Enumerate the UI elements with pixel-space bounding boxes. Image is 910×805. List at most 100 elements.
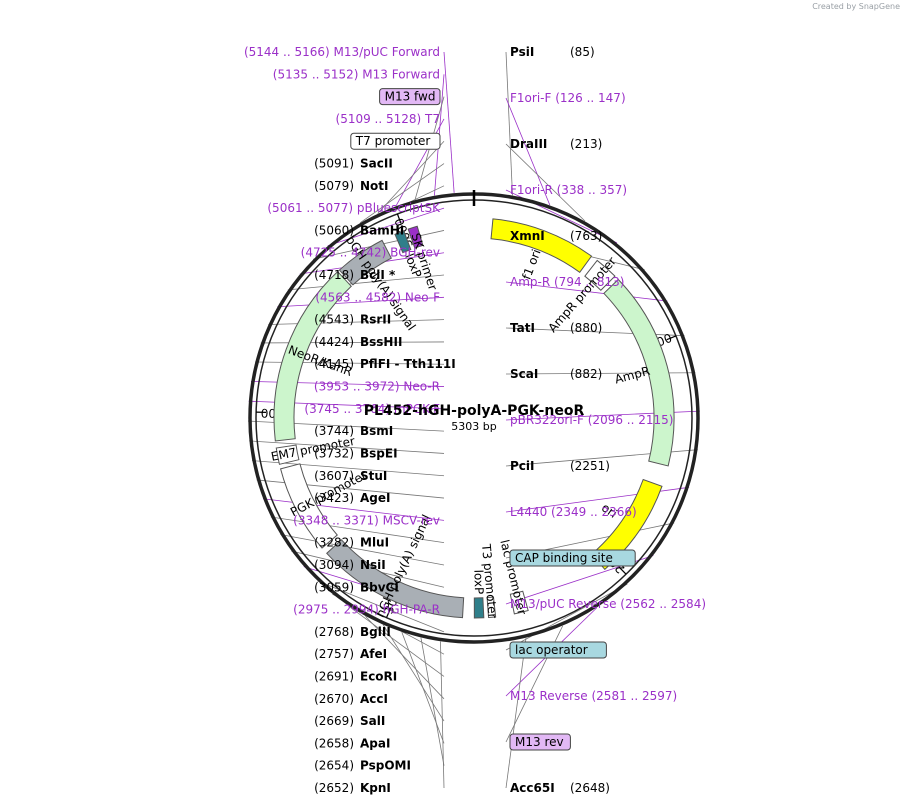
site-labels: (5144 .. 5166) M13/pUC Forward (5135 .. 5… [244,45,706,795]
site-name: XmnI [510,229,545,243]
site-bbvci[interactable]: BbvCI(3059) [314,580,399,594]
site-name: KpnI [360,781,391,795]
site-position: (4718) [314,268,354,282]
primer-m13-fwd[interactable]: M13 fwd [379,88,441,106]
primer-2975-2994-hgh-pa-r[interactable]: (2975 .. 2994) hGH-PA-R [293,603,440,617]
site-pspomi[interactable]: PspOMI(2654) [314,759,411,773]
primer-lac-operator[interactable]: lac operator [509,641,607,659]
leader-line [280,534,445,566]
primer-cap-binding-site[interactable]: CAP binding site [509,549,636,567]
site-name: AgeI [360,491,390,505]
site-draiii[interactable]: DraIII(213) [510,137,602,151]
site-name: BamHI [360,223,404,237]
primer-4563-4582-neo-f[interactable]: (4563 .. 4582) Neo-F [315,290,440,304]
feature-bgh-poly-a-signal[interactable] [338,239,392,286]
site-kpni[interactable]: KpnI(2652) [314,781,391,795]
leader-line [505,51,513,196]
feature-loxp[interactable] [394,230,412,254]
label-box [509,549,636,567]
label-box [350,132,441,150]
site-apai[interactable]: ApaI(2658) [314,736,390,750]
primer-f1ori-r-338-357[interactable]: F1ori-R (338 .. 357) [510,183,627,197]
primer-m13-reverse-2581-2597[interactable]: M13 Reverse (2581 .. 2597) [510,689,677,703]
feature-lac-promoter[interactable] [509,590,529,615]
feature-neor-kanr[interactable] [273,270,353,442]
site-pflfi-tth111i[interactable]: PflFI - Tth111I(4145) [314,357,456,371]
leader-line [359,163,445,224]
plasmid-length: 5303 bp [451,420,496,433]
leader-line [443,51,455,193]
site-sali[interactable]: SalI(2669) [314,714,385,728]
leader-line [348,605,445,677]
feature-hgh-poly-a-signal[interactable] [326,539,465,619]
primer-t7-promoter[interactable]: T7 promoter [350,132,441,150]
primer-4725-4742-bgh-rev[interactable]: (4725 .. 4742) BGH-rev [301,246,440,260]
primer-5135-5152-m13-forward[interactable]: (5135 .. 5152) M13 Forward [273,67,440,81]
feature-loxp[interactable] [473,597,485,619]
site-xmni[interactable]: XmnI(763) [510,229,602,243]
site-nsii[interactable]: NsiI(3094) [314,558,386,572]
feature-pgk-promoter[interactable] [279,463,338,549]
site-name: EcoRI [360,669,397,683]
site-noti[interactable]: NotI(5079) [314,179,388,193]
leader-line [382,624,445,722]
site-bglii[interactable]: BglII (2768) [314,625,391,639]
site-ecori[interactable]: EcoRI(2691) [314,669,397,683]
site-name: BglII [360,625,391,639]
primer-m13-rev[interactable]: M13 rev [509,733,571,751]
site-position: (2768) [314,625,354,639]
site-bsmi[interactable]: BsmI(3744) [314,424,393,438]
site-name: BsmI [360,424,393,438]
site-bcli[interactable]: BclI *(4718) [314,268,396,282]
feature-ampr-promoter[interactable] [584,259,616,291]
primer-f1ori-f-126-147[interactable]: F1ori-F (126 .. 147) [510,91,626,105]
primer-m13-puc-reverse-2562-2584[interactable]: M13/pUC Reverse (2562 .. 2584) [510,597,706,611]
site-name: PflFI - Tth111I [360,357,456,371]
site-agei[interactable]: AgeI(3423) [314,491,390,505]
primer-label: F1ori-R (338 .. 357) [510,183,627,197]
feature-ampr[interactable] [603,278,675,467]
leader-line [505,97,551,206]
primer-amp-r-794-813[interactable]: Amp-R (794 .. 813) [510,275,624,289]
site-bsshii[interactable]: BssHII(4424) [314,335,402,349]
site-bamhi[interactable]: BamHI(5060) [314,223,404,237]
plasmid-backbone [248,190,700,644]
site-pcii[interactable]: PciI(2251) [510,459,610,473]
site-acci[interactable]: AccI(2670) [314,692,388,706]
site-sacii[interactable]: SacII(5091) [314,157,393,171]
primer-label: L4440 (2349 .. 2366) [510,505,637,519]
primer-l4440-2349-2366[interactable]: L4440 (2349 .. 2366) [510,505,637,519]
site-tati[interactable]: TatI(880) [510,321,602,335]
primer-3745-3764-mpgk-f[interactable]: (3745 .. 3764) mPGK-F [304,402,440,416]
primer-label: (3745 .. 3764) mPGK-F [304,402,440,416]
primer-5109-5128-t7[interactable]: (5109 .. 5128) T7 [336,112,440,126]
site-name: NsiI [360,558,386,572]
site-stui[interactable]: StuI(3607) [314,469,387,483]
primer-pbr322ori-f-2096-2115[interactable]: pBR322ori-F (2096 .. 2115) [510,413,673,427]
site-scai[interactable]: ScaI(882) [510,367,602,381]
primer-5144-5166-m13-puc-forward[interactable]: (5144 .. 5166) M13/pUC Forward [244,45,440,59]
feature-t3-promoter[interactable] [486,596,497,619]
feature-em7-promoter[interactable] [275,444,300,465]
feature-f1-ori[interactable] [490,218,593,274]
box-label: lac operator [515,643,588,657]
primer-5061-5077-pbluescriptsk[interactable]: (5061 .. 5077) pBluescriptSK [267,201,441,215]
leader-line [365,615,445,700]
site-position: (2654) [314,759,354,773]
site-mlui[interactable]: MluI(3282) [314,536,389,550]
site-afei[interactable]: AfeI(2757) [314,647,387,661]
site-bspei[interactable]: BspEI(3732) [314,446,397,460]
feature-sk-primer[interactable] [407,225,424,249]
site-acc65i[interactable]: Acc65I(2648) [510,781,610,795]
site-rsrii[interactable]: RsrII(4543) [314,313,391,327]
leader-line [277,296,445,308]
tick-mark [396,213,402,224]
primer-3953-3972-neo-r[interactable]: (3953 .. 3972) Neo-R [314,380,440,394]
site-psii[interactable]: PsiI(85) [510,45,595,59]
site-name: StuI [360,469,387,483]
primer-3348-3371-mscv-rev[interactable]: (3348 .. 3371) MSCV-rev [293,513,440,527]
snapgene-watermark: Created by SnapGene [812,2,900,11]
site-name: Acc65I [510,781,555,795]
site-name: BssHII [360,335,402,349]
